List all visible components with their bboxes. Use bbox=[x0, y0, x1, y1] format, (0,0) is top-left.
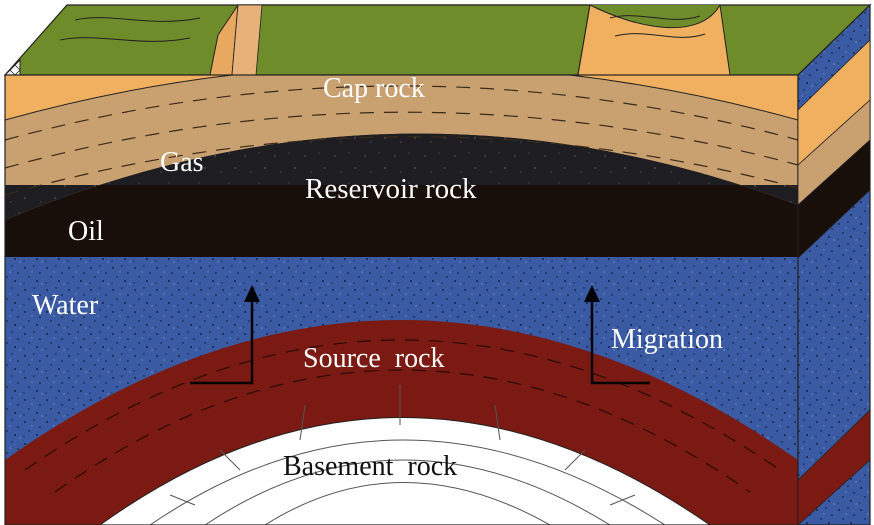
cap-rock-label: Cap rock bbox=[323, 73, 425, 104]
migration-arrow-right bbox=[584, 285, 650, 385]
oil-layer bbox=[5, 185, 798, 257]
front-face bbox=[5, 75, 798, 525]
migration-label: Migration bbox=[611, 324, 723, 355]
cap-rock-tan bbox=[5, 75, 798, 220]
basement-rock-label: Basement rock bbox=[283, 451, 457, 482]
oil-label: Oil bbox=[68, 216, 104, 247]
migration-arrow-left bbox=[190, 285, 260, 385]
reservoir-rock-label: Reservoir rock bbox=[305, 173, 477, 205]
gas-label: Gas bbox=[160, 147, 204, 178]
water-label: Water bbox=[32, 290, 99, 321]
cap-rock-orange bbox=[5, 75, 798, 120]
basement-rock-layer bbox=[99, 417, 711, 525]
source-rock-label: Source rock bbox=[303, 343, 445, 374]
right-side-face bbox=[797, 3, 871, 525]
